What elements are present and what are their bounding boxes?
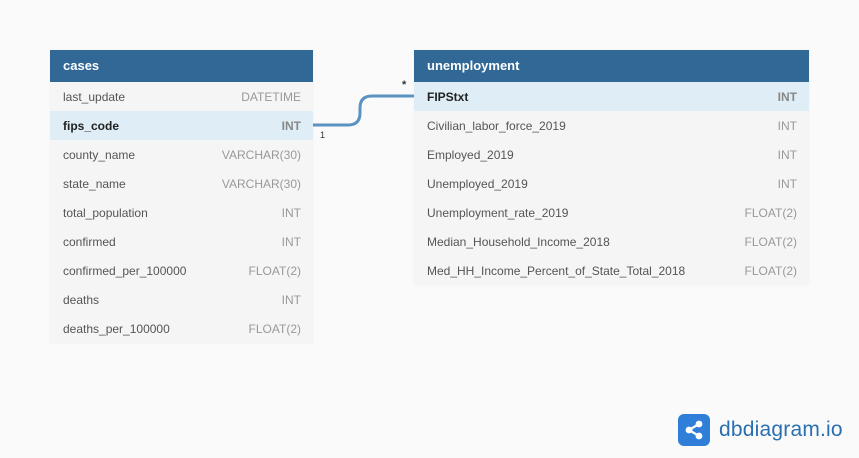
- field-name: Median_Household_Income_2018: [427, 234, 610, 249]
- table-row[interactable]: deaths INT: [50, 285, 313, 314]
- relationship-one-label: 1: [320, 130, 326, 140]
- field-name: county_name: [63, 147, 136, 162]
- field-type: INT: [777, 176, 797, 191]
- table-row[interactable]: Unemployed_2019 INT: [414, 169, 809, 198]
- relationship-line: [313, 94, 414, 127]
- table-row-highlighted[interactable]: FIPStxt INT: [414, 82, 809, 111]
- table-row[interactable]: county_name VARCHAR(30): [50, 140, 313, 169]
- table-row[interactable]: confirmed INT: [50, 227, 313, 256]
- field-name: confirmed_per_100000: [63, 263, 187, 278]
- field-name: Med_HH_Income_Percent_of_State_Total_201…: [427, 263, 686, 278]
- table-row[interactable]: Med_HH_Income_Percent_of_State_Total_201…: [414, 256, 809, 285]
- field-type: INT: [281, 118, 301, 133]
- field-name: Employed_2019: [427, 147, 514, 162]
- field-type: INT: [281, 205, 301, 220]
- table-row[interactable]: Civilian_labor_force_2019 INT: [414, 111, 809, 140]
- field-type: FLOAT(2): [744, 263, 797, 278]
- share-icon: [678, 414, 710, 446]
- table-row[interactable]: Employed_2019 INT: [414, 140, 809, 169]
- field-type: FLOAT(2): [248, 263, 301, 278]
- field-type: VARCHAR(30): [221, 147, 301, 162]
- table-row[interactable]: Unemployment_rate_2019 FLOAT(2): [414, 198, 809, 227]
- field-name: last_update: [63, 89, 126, 104]
- field-name: fips_code: [63, 118, 120, 133]
- field-type: INT: [777, 118, 797, 133]
- field-type: INT: [281, 234, 301, 249]
- field-name: Unemployed_2019: [427, 176, 528, 191]
- field-name: deaths: [63, 292, 100, 307]
- field-type: INT: [777, 147, 797, 162]
- table-header-unemployment[interactable]: unemployment: [414, 50, 809, 82]
- field-name: Unemployment_rate_2019: [427, 205, 569, 220]
- table-row[interactable]: state_name VARCHAR(30): [50, 169, 313, 198]
- field-name: FIPStxt: [427, 89, 469, 104]
- field-type: FLOAT(2): [744, 205, 797, 220]
- field-name: confirmed: [63, 234, 116, 249]
- table-row[interactable]: confirmed_per_100000 FLOAT(2): [50, 256, 313, 285]
- brand-logo[interactable]: dbdiagram.io: [678, 414, 843, 446]
- relationship-many-label: *: [402, 79, 407, 91]
- field-type: VARCHAR(30): [221, 176, 301, 191]
- table-row[interactable]: total_population INT: [50, 198, 313, 227]
- field-type: FLOAT(2): [248, 321, 301, 336]
- table-row[interactable]: Median_Household_Income_2018 FLOAT(2): [414, 227, 809, 256]
- brand-name: dbdiagram.io: [719, 418, 843, 441]
- table-row[interactable]: last_update DATETIME: [50, 82, 313, 111]
- table-header-cases[interactable]: cases: [50, 50, 313, 82]
- field-type: FLOAT(2): [744, 234, 797, 249]
- table-unemployment[interactable]: unemployment FIPStxt INT Civilian_labor_…: [414, 50, 809, 285]
- table-cases[interactable]: cases last_update DATETIME fips_code INT…: [50, 50, 313, 343]
- field-type: INT: [281, 292, 301, 307]
- field-type: INT: [777, 89, 797, 104]
- field-type: DATETIME: [241, 89, 301, 104]
- field-name: state_name: [63, 176, 126, 191]
- field-name: total_population: [63, 205, 148, 220]
- table-row-highlighted[interactable]: fips_code INT: [50, 111, 313, 140]
- field-name: deaths_per_100000: [63, 321, 170, 336]
- field-name: Civilian_labor_force_2019: [427, 118, 566, 133]
- table-row[interactable]: deaths_per_100000 FLOAT(2): [50, 314, 313, 343]
